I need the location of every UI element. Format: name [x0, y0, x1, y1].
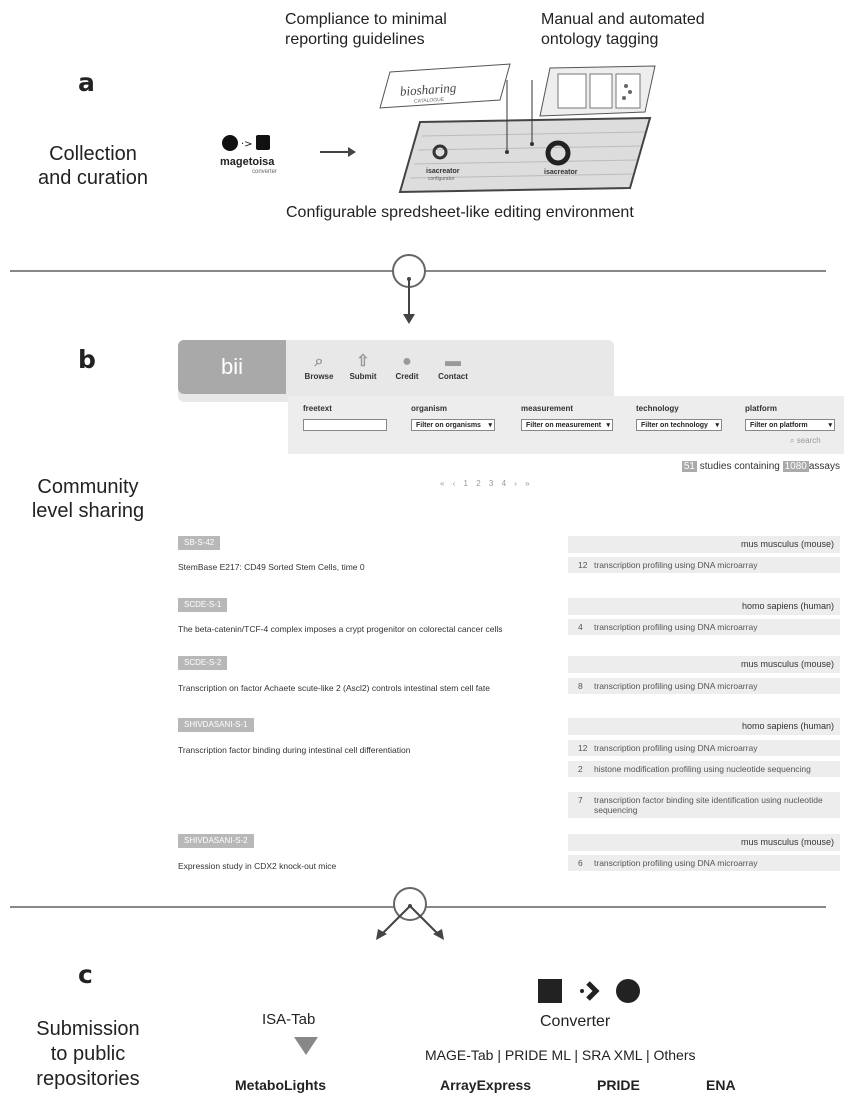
organism-label: organism	[411, 404, 448, 413]
platform-label: platform	[745, 404, 777, 413]
study-organism: mus musculus (mouse)	[568, 656, 840, 673]
circle-icon	[222, 135, 238, 151]
search-link[interactable]: ⌕ search	[790, 436, 821, 445]
study-organism: homo sapiens (human)	[568, 718, 840, 735]
panel-a-illustration: ·> magetoisa converter biosharing CATALO…	[220, 63, 656, 194]
split-connector	[376, 887, 444, 940]
upload-icon: ⇧	[356, 353, 370, 370]
arrow-down-left-icon	[376, 929, 387, 940]
arrow-down-icon	[403, 314, 415, 324]
circle-icon	[616, 979, 640, 1003]
search-icon: ⌕	[314, 353, 324, 370]
repo-ena: ENA	[706, 1077, 736, 1093]
freetext-label: freetext	[303, 404, 332, 413]
study-title: Transcription factor binding during inte…	[178, 745, 411, 755]
spreadsheet-card	[398, 116, 652, 194]
repo-metabolights: MetaboLights	[235, 1077, 326, 1093]
study-title: The beta-catenin/TCF-4 complex imposes a…	[178, 624, 503, 634]
square-icon	[256, 135, 270, 150]
organism-select[interactable]: Filter on organisms	[411, 419, 495, 432]
isatab-label: ISA-Tab	[262, 1011, 316, 1028]
arrow-down-right-icon	[433, 929, 444, 940]
study-id-badge[interactable]: SHIVDASANI-S-2	[178, 834, 254, 848]
gear-icon	[432, 144, 448, 160]
svg-text:biosharing: biosharing	[399, 80, 457, 99]
technology-select[interactable]: Filter on technology	[636, 419, 722, 432]
study-id-badge[interactable]: SB-S-42	[178, 536, 221, 550]
square-icon	[538, 979, 562, 1003]
study-id-badge[interactable]: SCDE-S-1	[178, 598, 228, 612]
repo-pride: PRIDE	[597, 1077, 640, 1093]
nav-submit-button[interactable]: ⇧Submit	[340, 352, 386, 381]
svg-text:configurator: configurator	[428, 176, 455, 182]
svg-text:isacreator: isacreator	[544, 169, 578, 176]
caption-editing-environment: Configurable spredsheet-like editing env…	[286, 204, 634, 221]
study-id-badge[interactable]: SHIVDASANI-S-1	[178, 718, 254, 732]
converter-label: Converter	[540, 1013, 611, 1030]
freetext-input[interactable]	[303, 419, 387, 431]
panel-c-letter: c	[78, 960, 93, 989]
study-title: Transcription on factor Achaete scute-li…	[178, 683, 490, 693]
panel-a-letter: a	[78, 68, 95, 97]
magetoisa-logo: magetoisa	[220, 156, 275, 168]
study-organism: mus musculus (mouse)	[568, 536, 840, 553]
pagination[interactable]: « ‹ 1 2 3 4 › »	[440, 479, 530, 488]
technology-label: technology	[636, 404, 679, 413]
study-id-badge[interactable]: SCDE-S-2	[178, 656, 228, 670]
study-title: Expression study in CDX2 knock-out mice	[178, 861, 337, 871]
mail-icon: ▬	[445, 353, 461, 370]
repo-arrayexpress: ArrayExpress	[440, 1077, 532, 1093]
measurement-label: measurement	[521, 404, 574, 413]
biosharing-card	[379, 63, 511, 109]
split-down-connector	[392, 254, 426, 324]
panel-b-letter: b	[78, 345, 96, 374]
nav-contact-button[interactable]: ▬Contact	[430, 352, 476, 381]
isacreator-ring-icon	[545, 140, 571, 166]
formats-label: MAGE-Tab | PRIDE ML | SRA XML | Others	[425, 1047, 696, 1063]
arrow-right-icon	[348, 147, 356, 157]
nav-credit-button[interactable]: ●Credit	[384, 352, 430, 381]
converter-icon	[538, 979, 640, 1003]
svg-text:CATALOGUE: CATALOGUE	[414, 97, 445, 105]
search-icon: ⌕	[790, 436, 797, 445]
study-organism: homo sapiens (human)	[568, 598, 840, 615]
svg-text:isacreator: isacreator	[426, 168, 460, 175]
bii-logo[interactable]: bii	[178, 340, 286, 394]
measurement-select[interactable]: Filter on measurement	[521, 419, 613, 432]
platform-select[interactable]: Filter on platform	[745, 419, 835, 432]
svg-text:converter: converter	[252, 169, 277, 175]
triangle-down-icon	[294, 1037, 318, 1055]
svg-text:·>: ·>	[241, 139, 253, 150]
nav-browse-button[interactable]: ⌕Browse	[296, 352, 342, 381]
study-title: StemBase E217: CD49 Sorted Stem Cells, t…	[178, 562, 365, 572]
study-organism: mus musculus (mouse)	[568, 834, 840, 851]
user-icon: ●	[402, 353, 412, 370]
